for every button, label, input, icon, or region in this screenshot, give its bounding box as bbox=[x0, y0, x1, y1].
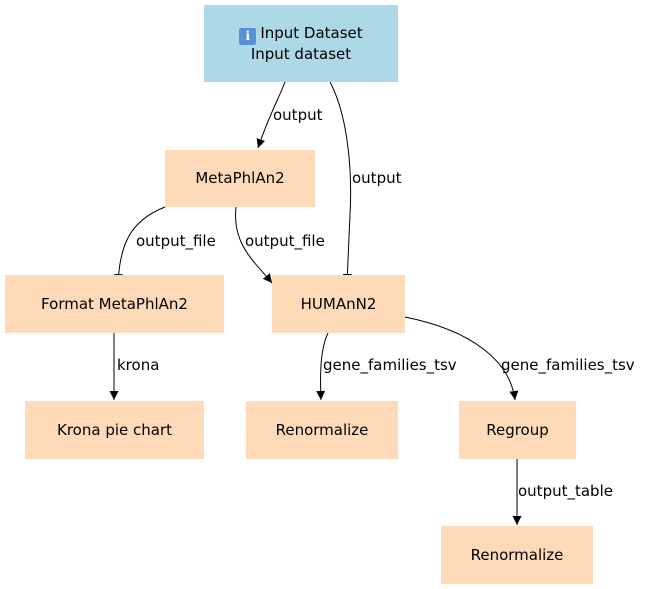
renormalize-node-2[interactable]: Renormalize bbox=[441, 526, 593, 584]
edge-label-format-krona: krona bbox=[117, 356, 160, 374]
format-metaphlan2-label: Format MetaPhlAn2 bbox=[41, 294, 188, 313]
edge-label-humann2-regroup: gene_families_tsv bbox=[501, 356, 635, 374]
edge-humann2-to-renormalize-1 bbox=[316, 332, 329, 401]
edge-label-metaphlan2-format: output_file bbox=[136, 232, 216, 250]
regroup-label: Regroup bbox=[486, 420, 549, 439]
humann2-label: HUMAnN2 bbox=[300, 294, 377, 313]
metaphlan2-node[interactable]: MetaPhlAn2 bbox=[165, 150, 315, 207]
metaphlan2-label: MetaPhlAn2 bbox=[195, 169, 285, 187]
edge-label-input-humann2: output bbox=[352, 169, 402, 187]
edge-label-metaphlan2-humann2: output_file bbox=[245, 232, 325, 250]
krona-pie-chart-node[interactable]: Krona pie chart bbox=[25, 401, 204, 459]
info-icon: i bbox=[239, 27, 257, 45]
edge-metaphlan2-to-humann2 bbox=[235, 206, 273, 284]
renormalize-1-label: Renormalize bbox=[275, 420, 369, 439]
edge-label-input-metaphlan2: output bbox=[273, 106, 323, 124]
input-node-subtitle: Input dataset bbox=[250, 44, 352, 63]
edge-input-to-metaphlan2 bbox=[256, 81, 286, 149]
format-metaphlan2-node[interactable]: Format MetaPhlAn2 bbox=[5, 275, 224, 333]
edge-input-to-humann2 bbox=[329, 81, 352, 284]
renormalize-2-label: Renormalize bbox=[470, 545, 564, 564]
input-node-title: Input Dataset bbox=[260, 23, 363, 42]
krona-label: Krona pie chart bbox=[57, 420, 172, 439]
renormalize-node-1[interactable]: Renormalize bbox=[246, 401, 398, 459]
edge-label-humann2-renormalize: gene_families_tsv bbox=[323, 356, 457, 374]
edge-humann2-to-regroup bbox=[404, 316, 519, 401]
humann2-node[interactable]: HUMAnN2 bbox=[272, 275, 405, 333]
regroup-node[interactable]: Regroup bbox=[459, 401, 576, 459]
edge-metaphlan2-to-format bbox=[113, 206, 166, 284]
edge-label-regroup-renormalize: output_table bbox=[518, 482, 613, 500]
